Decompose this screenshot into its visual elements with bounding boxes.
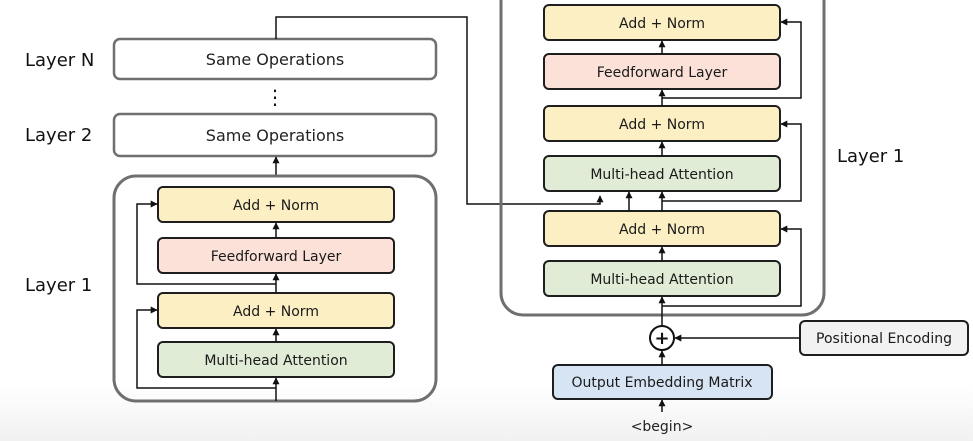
right-decoder-stack: Layer 1 Add + Norm Feedforward Layer Add…: [499, 0, 904, 317]
right-add-norm-1: [543, 4, 781, 41]
right-residual-upper: [662, 18, 802, 99]
positional-encoding-label: Positional Encoding: [816, 331, 952, 347]
right-feedforward-label: Feedforward Layer: [597, 65, 728, 81]
left-feedforward-label: Feedforward Layer: [211, 249, 342, 265]
encoder-to-decoder-connector: [275, 16, 604, 205]
right-add-norm-2-label: Add + Norm: [619, 117, 705, 133]
ellipsis: ⋮: [265, 85, 285, 109]
right-self-attention-label: Multi-head Attention: [590, 272, 733, 288]
left-add-norm-top-label: Add + Norm: [233, 198, 319, 214]
left-add-norm-bottom-label: Add + Norm: [233, 304, 319, 320]
layer-2-label: Layer 2: [25, 125, 92, 146]
layer-1-label-left: Layer 1: [25, 275, 92, 296]
right-cross-attention-label: Multi-head Attention: [590, 167, 733, 183]
plus-symbol: +: [654, 328, 669, 349]
same-operations-2-label: Same Operations: [206, 126, 344, 145]
same-operations-n-label: Same Operations: [206, 50, 344, 69]
left-attention-label: Multi-head Attention: [204, 353, 347, 369]
same-operations-2-box: [112, 112, 438, 158]
decoder-input-section: + Positional Encoding Output Embedding M…: [552, 296, 969, 435]
right-add-norm-1-label: Add + Norm: [619, 16, 705, 32]
right-residual-lower: [662, 225, 802, 307]
output-embedding-label: Output Embedding Matrix: [571, 375, 752, 391]
right-add-norm-3-label: Add + Norm: [619, 222, 705, 238]
left-add-norm-top: [157, 186, 395, 223]
left-residual-upper: [136, 200, 276, 285]
right-residual-middle: [662, 120, 802, 202]
begin-token-label: <begin>: [631, 419, 694, 435]
same-operations-n-box: [112, 37, 438, 81]
plus-icon: [649, 325, 675, 351]
layer-1-label-right: Layer 1: [837, 146, 904, 167]
encoder-layer-1-container: [112, 174, 438, 403]
layer-n-label: Layer N: [25, 50, 94, 71]
left-residual-lower: [136, 306, 276, 389]
left-encoder-stack: Layer N Same Operations ⋮ Layer 2 Same O…: [25, 37, 438, 403]
